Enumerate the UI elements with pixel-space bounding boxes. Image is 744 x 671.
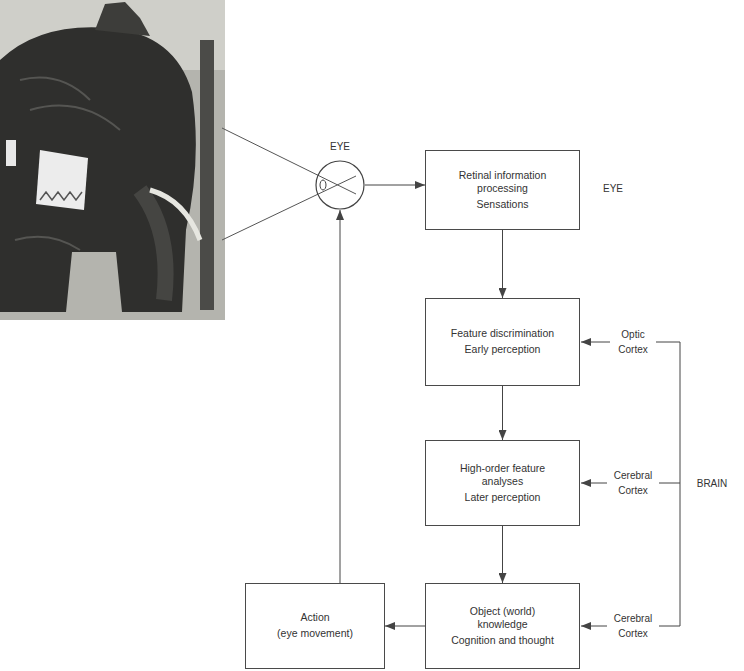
cortex-label: Optic Cortex bbox=[610, 327, 656, 357]
flow-arrow bbox=[502, 526, 503, 583]
paper-fringe bbox=[40, 192, 82, 200]
bracket-line bbox=[680, 342, 681, 626]
process-box: Retinal information processingSensations bbox=[425, 150, 580, 230]
box-text: High-order feature analyses bbox=[448, 462, 557, 489]
process-box: High-order feature analysesLater percept… bbox=[425, 440, 580, 526]
box-text: Feature discrimination bbox=[451, 327, 554, 341]
flow-arrow bbox=[340, 210, 341, 583]
process-box: Feature discriminationEarly perception bbox=[425, 298, 580, 386]
brain-label: BRAIN bbox=[691, 476, 733, 491]
mammoth-trunk bbox=[140, 190, 166, 300]
eye-lens bbox=[320, 180, 326, 190]
box-text: Action bbox=[300, 611, 329, 625]
box-text: Sensations bbox=[477, 198, 529, 212]
tree-trunk bbox=[200, 40, 214, 310]
photo-ground bbox=[0, 0, 225, 320]
white-patch bbox=[6, 140, 16, 166]
box-text: Object (world) knowledge bbox=[448, 605, 557, 632]
fur-texture bbox=[15, 78, 120, 251]
eye-outline bbox=[315, 160, 365, 210]
flow-arrow bbox=[365, 185, 425, 186]
box-text: Retinal information processing bbox=[448, 169, 557, 196]
cortex-label: Cerebral Cortex bbox=[607, 611, 659, 641]
eye-label: EYE bbox=[592, 181, 634, 196]
mammoth-body bbox=[0, 27, 196, 312]
box-text: Cognition and thought bbox=[451, 634, 554, 648]
flow-arrow bbox=[502, 230, 503, 298]
box-text: Later perception bbox=[465, 491, 541, 505]
rider-figure bbox=[95, 2, 150, 36]
mammoth-tusk bbox=[150, 190, 200, 240]
eyeball bbox=[316, 161, 364, 209]
paper-sheet bbox=[36, 150, 88, 210]
eye-heading: EYE bbox=[330, 140, 350, 153]
eye-circle: EYE bbox=[315, 160, 365, 210]
process-box: Object (world) knowledgeCognition and th… bbox=[425, 583, 580, 669]
light-ray bbox=[222, 176, 356, 240]
box-text: (eye movement) bbox=[277, 627, 353, 641]
flow-arrow bbox=[502, 386, 503, 440]
box-text: Early perception bbox=[465, 343, 541, 357]
flow-arrow bbox=[385, 626, 425, 627]
action-box: Action (eye movement) bbox=[245, 583, 385, 669]
cortex-label: Cerebral Cortex bbox=[607, 468, 659, 498]
